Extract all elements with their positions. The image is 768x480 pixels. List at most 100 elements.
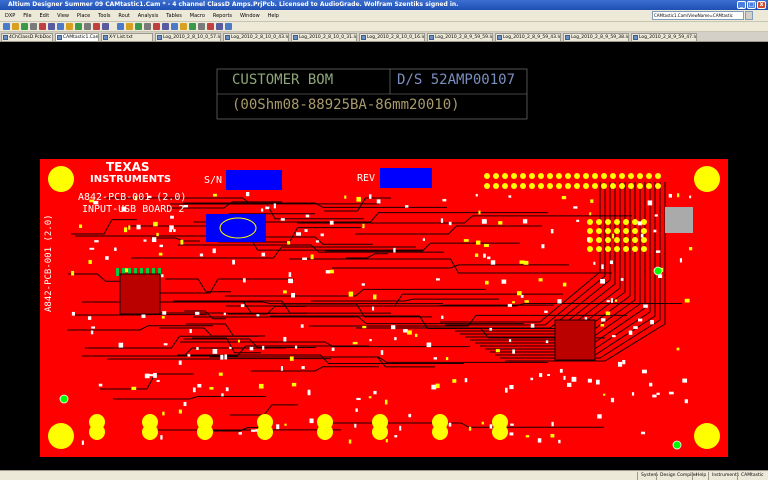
header-pad (646, 183, 652, 189)
zoom-fit-icon[interactable] (57, 23, 64, 30)
pcb-trace (355, 225, 542, 235)
netlist-icon[interactable] (198, 23, 205, 30)
close-button[interactable]: x (757, 1, 766, 9)
menu-dxp[interactable]: DXP (5, 13, 16, 19)
smd-pad (601, 318, 606, 322)
menu-view[interactable]: View (57, 13, 69, 19)
ic-package (554, 319, 596, 361)
status-design-compiler[interactable]: Design Compiler (656, 472, 700, 480)
smd-pad (606, 300, 610, 303)
status-system[interactable]: System (637, 472, 661, 480)
smd-pad (414, 333, 418, 337)
zoom-in-icon[interactable] (39, 23, 46, 30)
smd-pad (261, 252, 266, 257)
menu-help[interactable]: Help (267, 13, 279, 19)
layers-icon[interactable] (144, 23, 151, 30)
header-pad (614, 219, 620, 225)
smd-pad (105, 256, 109, 260)
drill-icon[interactable] (153, 23, 160, 30)
smd-pad (93, 200, 99, 205)
tab-label: CAMtastic1.Cam * (63, 35, 99, 40)
smd-pad (302, 257, 307, 260)
smd-pad (225, 387, 229, 392)
print-icon[interactable] (30, 23, 37, 30)
document-icon (103, 35, 108, 40)
smd-pad (192, 387, 196, 393)
smd-pad (551, 421, 554, 427)
status-help[interactable]: Help (692, 472, 709, 480)
line-icon[interactable] (171, 23, 178, 30)
redo-icon[interactable] (75, 23, 82, 30)
tab-document[interactable]: Log_2010_2_8_9_59_38.log (563, 33, 629, 41)
menu-window[interactable]: Window (239, 13, 260, 19)
tab-document[interactable]: Log_2010_2_8_10_0_16.log (359, 33, 425, 41)
ic-pin (152, 268, 155, 276)
tab-document[interactable]: Log_2010_2_8_9_59_47.log (631, 33, 697, 41)
undo-icon[interactable] (66, 23, 73, 30)
tab-document[interactable]: 4ChClassD.PcbDoc (1, 33, 53, 41)
smd-pad (144, 373, 150, 379)
smd-pad (587, 237, 590, 242)
menu-place[interactable]: Place (76, 13, 91, 19)
copy-icon[interactable] (93, 23, 100, 30)
header-pad (565, 173, 571, 179)
header-pad (587, 246, 593, 252)
select-icon[interactable] (117, 23, 124, 30)
header-pad (520, 173, 526, 179)
open-icon[interactable] (12, 23, 19, 30)
new-icon[interactable] (3, 23, 10, 30)
arc-icon[interactable] (180, 23, 187, 30)
cut-icon[interactable] (84, 23, 91, 30)
test-point (672, 440, 682, 450)
chevron-down-icon[interactable] (745, 11, 753, 20)
menu-edit[interactable]: Edit (39, 13, 50, 19)
move-icon[interactable] (126, 23, 133, 30)
save-icon[interactable] (21, 23, 28, 30)
status-camtastic[interactable]: CAMtastic (737, 472, 766, 480)
menu-tables[interactable]: Tables (166, 13, 182, 19)
cam-canvas[interactable]: CUSTOMER BOM D/S 52AMP00107 (00Shm08-889… (0, 42, 768, 470)
measure-icon[interactable] (135, 23, 142, 30)
flash-icon[interactable] (162, 23, 169, 30)
smd-pad (498, 221, 503, 225)
tab-document[interactable]: CAMtastic1.Cam * (55, 33, 99, 41)
text-icon[interactable] (189, 23, 196, 30)
menu-analysis[interactable]: Analysis (137, 13, 159, 19)
menu-macro[interactable]: Macro (189, 13, 205, 19)
menu-reports[interactable]: Reports (212, 13, 233, 19)
drc-icon[interactable] (207, 23, 214, 30)
tab-document[interactable]: Log_2010_2_8_10_0_31.log (291, 33, 357, 41)
header-pad (637, 173, 643, 179)
menu-file[interactable]: File (23, 13, 32, 19)
smd-pad (283, 290, 287, 294)
pcb-view[interactable] (0, 42, 768, 470)
tab-document[interactable]: Log_2010_2_8_9_59_59.log (427, 33, 493, 41)
smd-pad (508, 195, 512, 198)
smd-pad (595, 379, 600, 385)
smd-pad (573, 206, 578, 209)
maximize-button[interactable]: □ (747, 1, 756, 9)
pcb-trace (226, 293, 563, 307)
tab-label: Log_2010_2_8_10_0_16.log (367, 35, 425, 40)
smd-pad (162, 311, 167, 315)
smd-pad (561, 195, 567, 200)
minimize-button[interactable]: _ (737, 1, 746, 9)
smd-pad (481, 421, 484, 425)
tab-document[interactable]: Log_2010_2_8_10_0_57.log (155, 33, 221, 41)
status-instruments[interactable]: Instruments (708, 472, 742, 480)
tab-document[interactable]: X-Y List.txt (101, 33, 153, 41)
zoom-out-icon[interactable] (48, 23, 55, 30)
document-path-field[interactable]: CAMtastic1.Cam\ViewName=CAMtastic (652, 11, 744, 20)
pcb-trace (106, 197, 379, 205)
panelize-icon[interactable] (216, 23, 223, 30)
menu-tools[interactable]: Tools (98, 13, 111, 19)
test-point (59, 394, 69, 404)
paste-icon[interactable] (102, 23, 109, 30)
tab-document[interactable]: Log_2010_2_8_10_0_43.log (223, 33, 289, 41)
export-icon[interactable] (225, 23, 232, 30)
tab-document[interactable]: Log_2010_2_8_9_59_43.log (495, 33, 561, 41)
smd-pad (218, 372, 223, 376)
smd-pad (676, 347, 680, 351)
smd-pad (212, 248, 216, 254)
menu-rout[interactable]: Rout (118, 13, 130, 19)
